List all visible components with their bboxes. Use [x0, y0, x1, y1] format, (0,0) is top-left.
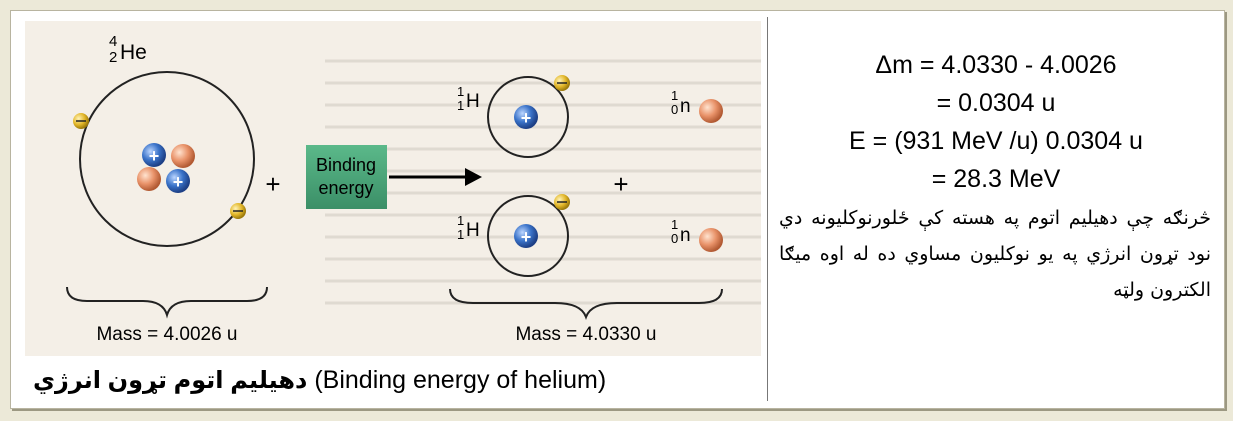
- pashto-explanation: څرنګه چې دهيليم اتوم په هسته کې ځلورنوکل…: [771, 198, 1221, 308]
- figure-cell: 4 2 He + + + Binding: [19, 17, 768, 401]
- proton-sign: +: [173, 172, 184, 192]
- equation-energy: E = (931 MeV /u) 0.0304 u: [771, 122, 1221, 160]
- n-atomic-number: 0: [671, 231, 678, 246]
- neutron: [137, 167, 161, 191]
- proton-sign: +: [521, 227, 532, 247]
- n-mass-number: 1: [671, 217, 678, 232]
- n-symbol: n: [680, 96, 691, 117]
- equations: Δm = 4.0330 - 4.0026 = 0.0304 u E = (931…: [771, 17, 1221, 198]
- n-atomic-number: 0: [671, 102, 678, 117]
- left-brace: [67, 287, 267, 315]
- equation-mass-result: = 0.0304 u: [771, 84, 1221, 122]
- equation-energy-result: = 28.3 MeV: [771, 160, 1221, 198]
- mass-right-label: Mass = 4.0330 u: [515, 324, 656, 345]
- mass-left-label: Mass = 4.0026 u: [96, 324, 237, 345]
- h-symbol: H: [466, 220, 480, 241]
- plus-sign: +: [265, 169, 280, 199]
- neutron: [699, 99, 723, 123]
- caption-english: (Binding energy of helium): [314, 366, 606, 394]
- figure-caption: دهيليم اتوم تړون انرژي (Binding energy o…: [33, 366, 757, 395]
- neutron: [699, 228, 723, 252]
- h-atomic-number: 1: [457, 98, 464, 113]
- calculation-cell: Δm = 4.0330 - 4.0026 = 0.0304 u E = (931…: [771, 17, 1221, 401]
- content-table: 4 2 He + + + Binding: [10, 10, 1225, 409]
- h-symbol: H: [466, 91, 480, 112]
- helium-binding-diagram: 4 2 He + + + Binding: [25, 21, 761, 356]
- plus-sign: +: [613, 169, 628, 199]
- caption-pashto: دهيليم اتوم تړون انرژي: [33, 367, 307, 394]
- h-mass-number: 1: [457, 213, 464, 228]
- diagram-svg: 4 2 He + + + Binding: [25, 21, 761, 356]
- he-atomic-number: 2: [109, 49, 117, 66]
- h-atomic-number: 1: [457, 227, 464, 242]
- n-mass-number: 1: [671, 88, 678, 103]
- he-mass-number: 4: [109, 33, 117, 50]
- neutron: [171, 144, 195, 168]
- he-symbol: He: [120, 41, 147, 64]
- h-mass-number: 1: [457, 84, 464, 99]
- equation-mass-defect: Δm = 4.0330 - 4.0026: [771, 46, 1221, 84]
- proton-sign: +: [149, 146, 160, 166]
- helium-orbit: [80, 72, 254, 246]
- binding-label-line1: Binding: [316, 155, 376, 175]
- binding-label-line2: energy: [318, 178, 373, 198]
- n-symbol: n: [680, 225, 691, 246]
- proton-sign: +: [521, 108, 532, 128]
